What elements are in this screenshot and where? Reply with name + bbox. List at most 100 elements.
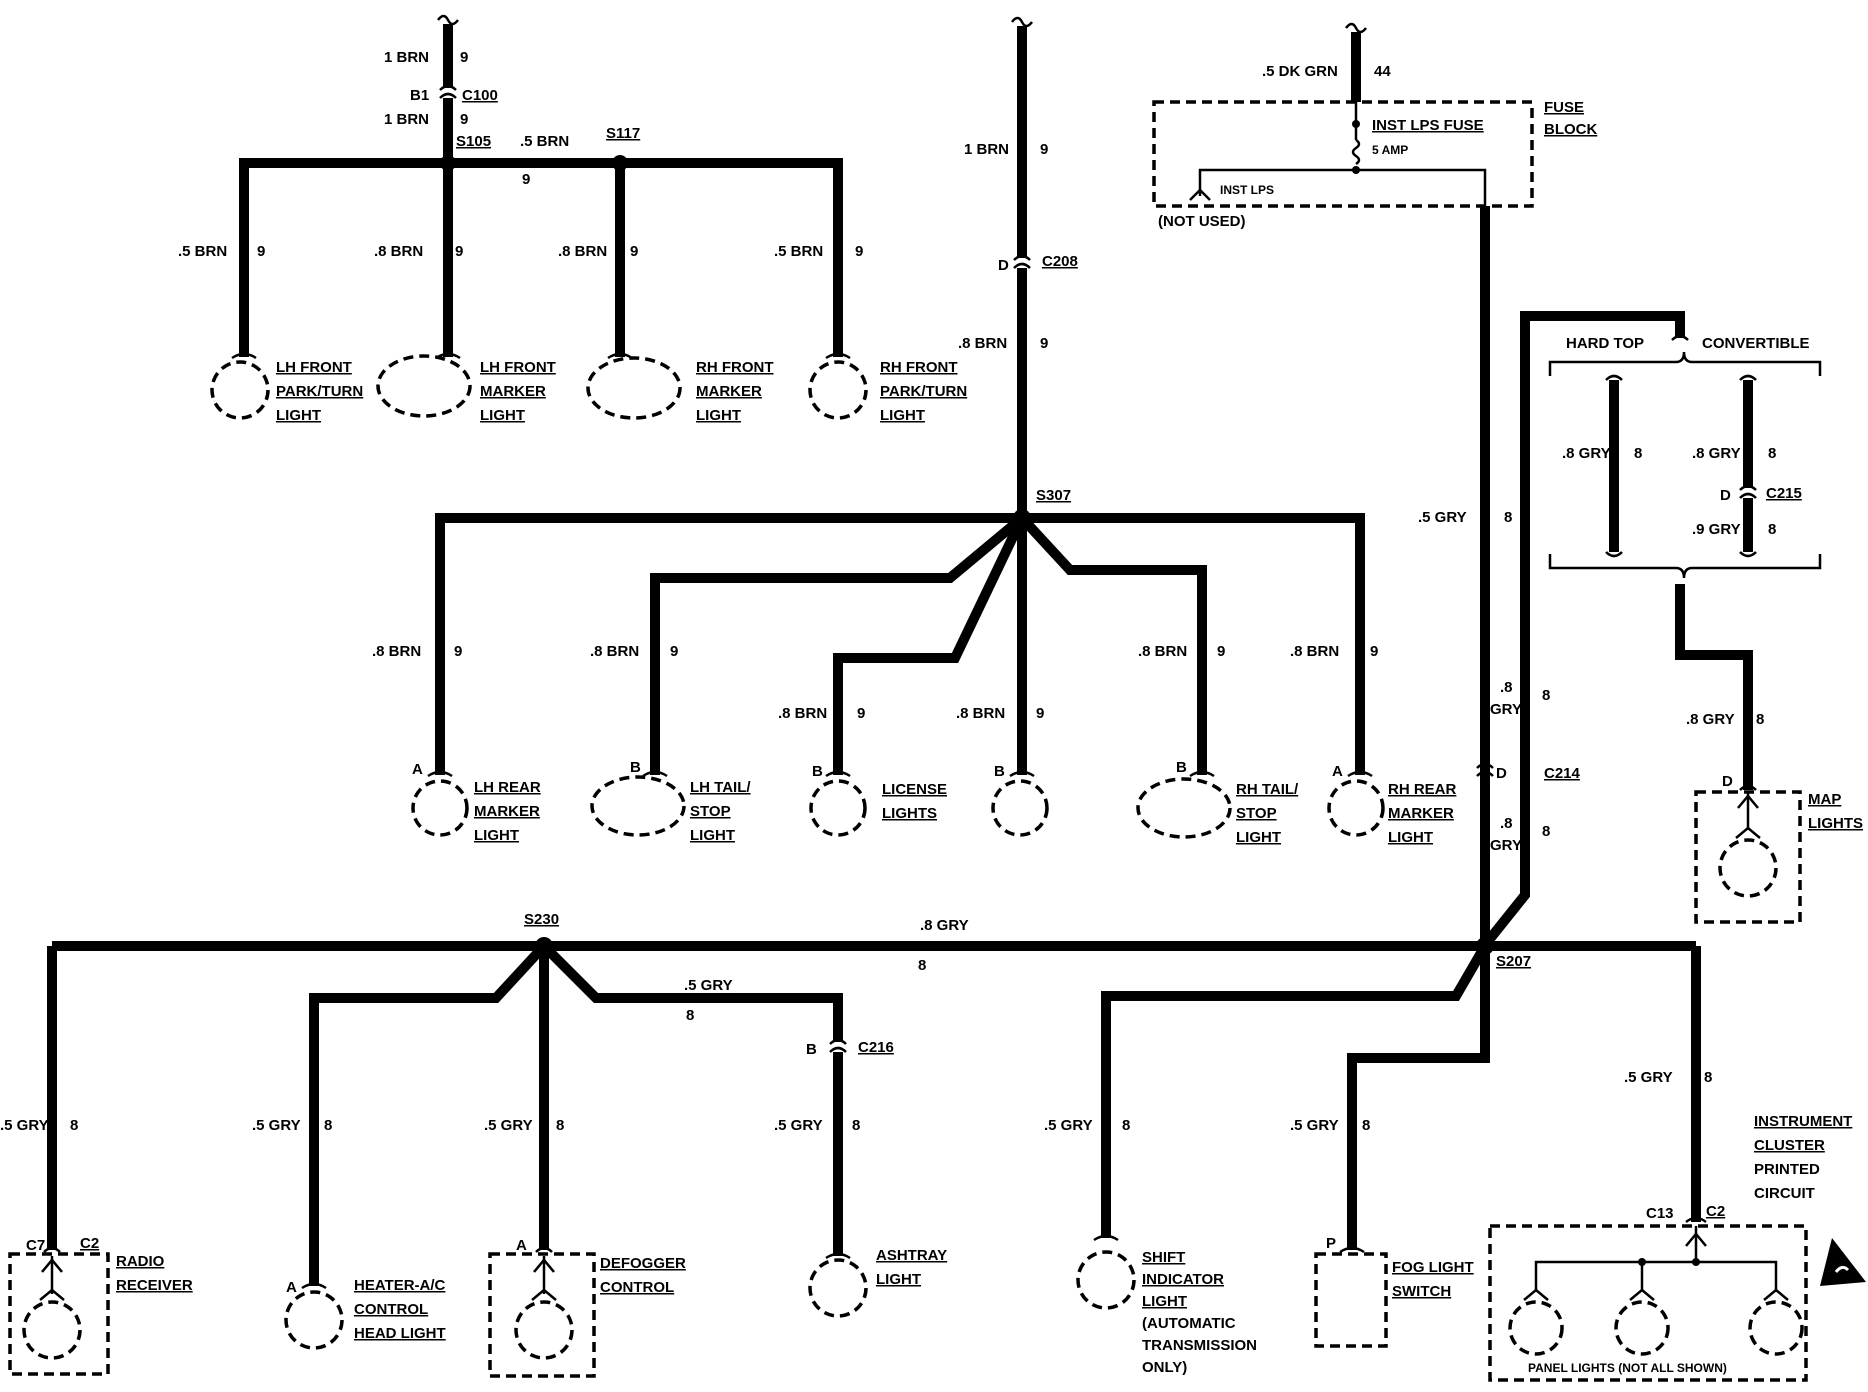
pin-label: B [630, 759, 641, 776]
hard-top-label: HARD TOP [1566, 335, 1644, 352]
label-rh-tail-stop: RH TAIL/ STOP LIGHT [1236, 781, 1299, 846]
svg-text:INDICATOR: INDICATOR [1142, 1271, 1224, 1288]
pin-label: B [806, 1041, 817, 1058]
fuse-block: .5 DK GRN 44 INST LPS FUSE 5 AMP INST LP… [1152, 22, 1597, 950]
wire-label: .5 GRY [1418, 509, 1467, 526]
splice-label: S307 [1036, 487, 1071, 504]
connector-c216-symbol [829, 1038, 847, 1053]
wire-label: .8 GRY [920, 917, 969, 934]
wire-circuit: 9 [857, 705, 865, 722]
wire-label: .8 BRN [956, 705, 1005, 722]
wire-label: .5 GRY [252, 1117, 301, 1134]
lamp-map [1718, 838, 1778, 898]
wire-label: .8 BRN [374, 243, 423, 260]
svg-text:LIGHT: LIGHT [690, 827, 735, 844]
instrument-cluster-outline [1488, 1224, 1808, 1382]
lamp-panel-1 [1508, 1300, 1564, 1356]
wire-circuit: 9 [670, 643, 678, 660]
wire-circuit: 9 [460, 49, 468, 66]
pin-label: P [1326, 1235, 1336, 1252]
pin-label: A [412, 761, 423, 778]
svg-text:LH FRONT: LH FRONT [480, 359, 556, 376]
rear-lights-circuit: 1 BRN 9 D C208 .8 BRN 9 S307 .8 BRN 9 .8… [372, 16, 1457, 846]
lamp-rh-rear-marker [1327, 779, 1385, 837]
wire-label: .5 BRN [520, 133, 569, 150]
wire-label: .8 BRN [958, 335, 1007, 352]
lamp-lh-rear-marker [411, 779, 469, 837]
wire-label: 1 BRN [964, 141, 1009, 158]
wire-circuit: 44 [1374, 63, 1391, 80]
connector-c215-symbol [1739, 484, 1757, 499]
c214-connector: .8 GRY 8 D C214 .8 GRY 8 [1476, 679, 1581, 854]
wire-circuit: 9 [454, 643, 462, 660]
wire-circuit: 8 [1768, 445, 1776, 462]
svg-text:LIGHT: LIGHT [1388, 829, 1433, 846]
pin-label: C13 [1646, 1205, 1674, 1222]
lamp-rh-front-park-turn [808, 360, 868, 420]
svg-text:MARKER: MARKER [696, 383, 762, 400]
svg-text:LICENSE: LICENSE [882, 781, 947, 798]
lamp-ashtray [808, 1258, 868, 1318]
connector-c214-symbol [1476, 762, 1494, 777]
svg-text:(AUTOMATIC: (AUTOMATIC [1142, 1315, 1236, 1332]
pin-label: B1 [410, 87, 429, 104]
fuse-name: INST LPS FUSE [1372, 117, 1484, 134]
lamp-rh-front-marker [586, 356, 682, 420]
svg-text:HEATER-A/C: HEATER-A/C [354, 1277, 446, 1294]
pin-label: C2 [80, 1235, 99, 1252]
wire-label: .5 GRY [1044, 1117, 1093, 1134]
fuse-amp: 5 AMP [1372, 143, 1408, 157]
svg-text:LH TAIL/: LH TAIL/ [690, 779, 751, 796]
label-rh-rear-marker: RH REAR MARKER LIGHT [1388, 781, 1457, 846]
cluster-label: PRINTED [1754, 1161, 1820, 1178]
label-lh-tail-stop: LH TAIL/ STOP LIGHT [690, 779, 751, 844]
wire-circuit: 9 [1036, 705, 1044, 722]
svg-text:RH TAIL/: RH TAIL/ [1236, 781, 1299, 798]
label-shift-indicator: SHIFT INDICATOR LIGHT (AUTOMATIC TRANSMI… [1142, 1249, 1257, 1376]
label-lh-front-park-turn: LH FRONT PARK/TURN LIGHT [276, 359, 363, 424]
radio-receiver-outline [8, 1252, 110, 1376]
wire-label: .9 GRY [1692, 521, 1741, 538]
wire-label: GRY [1490, 701, 1522, 718]
wire-label: GRY [1490, 837, 1522, 854]
svg-text:LIGHT: LIGHT [696, 407, 741, 424]
svg-text:LIGHT: LIGHT [1142, 1293, 1187, 1310]
wire-circuit: 8 [1704, 1069, 1712, 1086]
convertible-label: CONVERTIBLE [1702, 335, 1810, 352]
wire-circuit: 9 [1040, 141, 1048, 158]
ashtray-label: ASHTRAY [876, 1247, 947, 1264]
wire-circuit: 8 [1122, 1117, 1130, 1134]
map-lights-label: MAP [1808, 791, 1841, 808]
inst-lps-label: INST LPS [1220, 183, 1274, 197]
map-lights-circuit: HARD TOP CONVERTIBLE .8 GRY 8 .8 GRY 8 D… [1481, 311, 1863, 949]
wire-circuit: 9 [460, 111, 468, 128]
wire-circuit: 8 [1768, 521, 1776, 538]
fuse-block-outline [1152, 100, 1534, 208]
label-lh-front-marker: LH FRONT MARKER LIGHT [480, 359, 556, 424]
svg-text:ONLY): ONLY) [1142, 1359, 1187, 1376]
front-lights-circuit: 1 BRN 9 B1 C100 1 BRN 9 S105 S117 .5 BRN… [178, 14, 967, 424]
svg-text:LIGHTS: LIGHTS [882, 805, 937, 822]
fog-light-switch-outline [1314, 1252, 1388, 1348]
wire-label: .5 GRY [1290, 1117, 1339, 1134]
wire-label: .5 DK GRN [1262, 63, 1338, 80]
not-used-label: (NOT USED) [1158, 213, 1246, 230]
lamp-lh-front-marker [376, 354, 472, 418]
fuse-symbol [1351, 138, 1361, 166]
fog-switch-label: FOG LIGHT [1392, 1259, 1474, 1276]
pin-label: A [516, 1237, 527, 1254]
svg-text:LIGHT: LIGHT [474, 827, 519, 844]
wire-circuit: 8 [70, 1117, 78, 1134]
svg-text:PARK/TURN: PARK/TURN [880, 383, 967, 400]
radio-label: RADIO [116, 1253, 165, 1270]
svg-text:MARKER: MARKER [1388, 805, 1454, 822]
pin-label: A [286, 1279, 297, 1296]
svg-text:LH FRONT: LH FRONT [276, 359, 352, 376]
label-lh-rear-marker: LH REAR MARKER LIGHT [474, 779, 541, 844]
svg-text:STOP: STOP [1236, 805, 1277, 822]
lamp-license-2 [991, 779, 1049, 837]
label-heater-ac: HEATER-A/C CONTROL HEAD LIGHT [354, 1277, 446, 1342]
wire-label: .5 GRY [684, 977, 733, 994]
wire-circuit: 8 [1504, 509, 1512, 526]
defogger-label: CONTROL [600, 1279, 674, 1296]
